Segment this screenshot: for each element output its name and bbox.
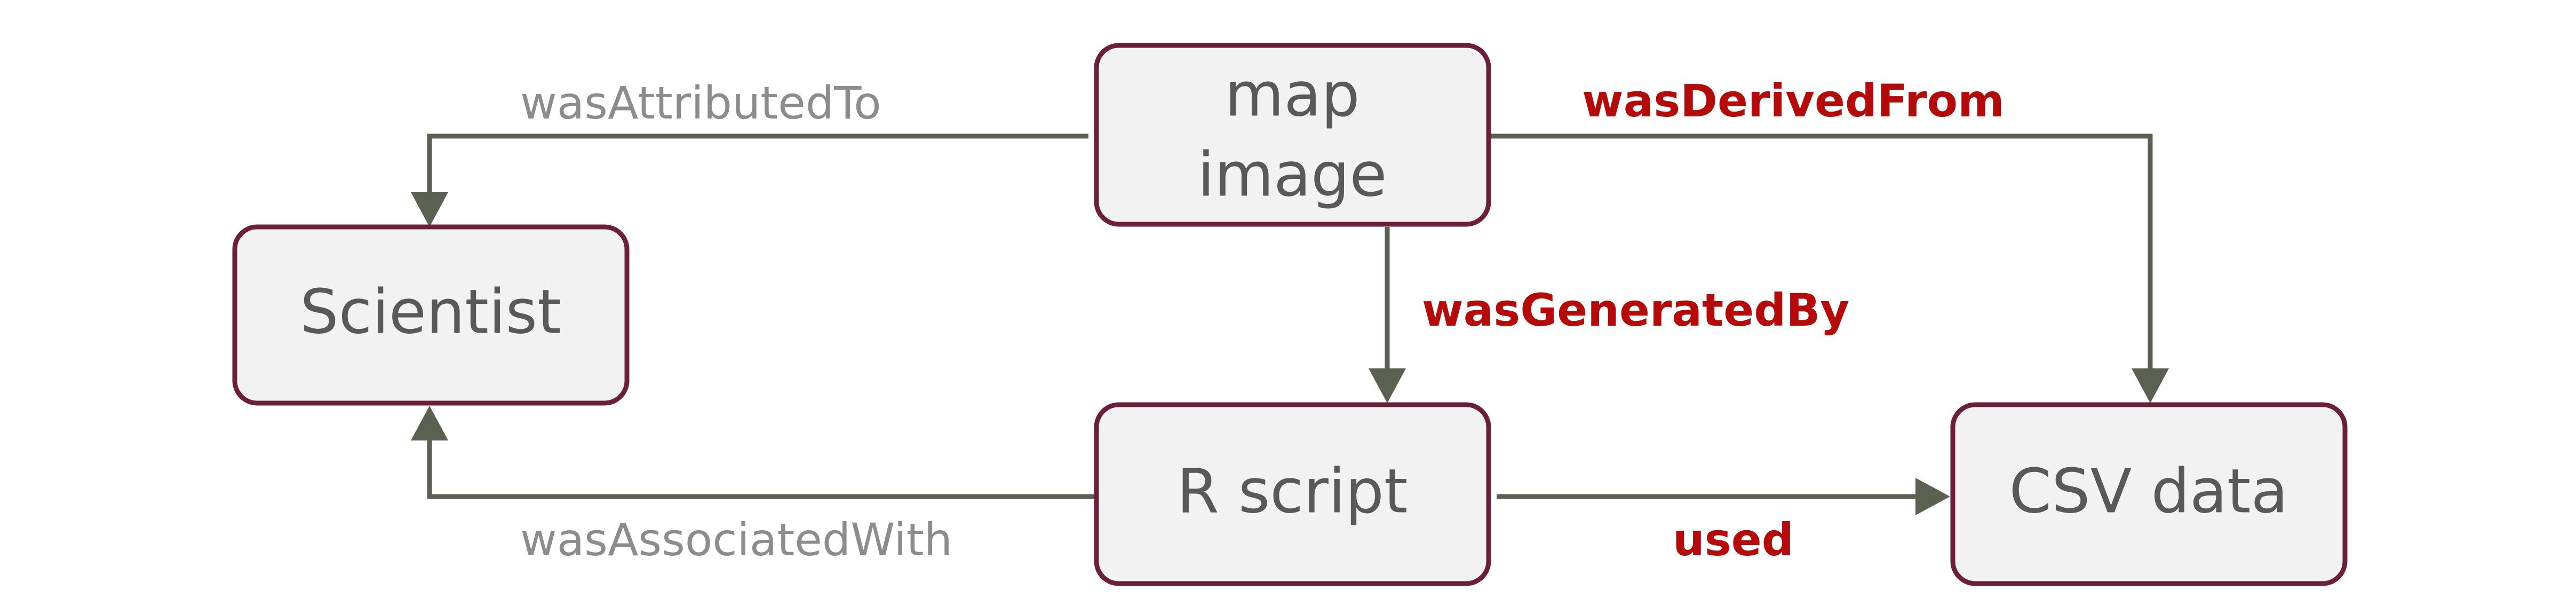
node-label-line2: image xyxy=(1197,139,1387,210)
arrow-head xyxy=(411,406,448,440)
edge-was-attributed-to xyxy=(411,133,1088,227)
edge-was-derived-from xyxy=(1489,133,2169,403)
edge-label-was-generated-by: wasGeneratedBy xyxy=(1422,284,1849,336)
edge-label-was-derived-from: wasDerivedFrom xyxy=(1582,75,2005,127)
node-label: R script xyxy=(1176,455,1408,526)
node-box xyxy=(1094,43,1491,227)
edge-line xyxy=(427,133,1088,198)
arrow-head xyxy=(1369,368,1406,403)
node-label: CSV data xyxy=(2009,455,2288,526)
arrow-head xyxy=(2132,368,2169,403)
edge-was-generated-by xyxy=(1369,227,1406,403)
edge-was-associated-with xyxy=(411,406,1096,499)
node-label-line1: map xyxy=(1225,59,1359,130)
node-label: Scientist xyxy=(300,276,561,347)
edge-label-was-attributed-to: wasAttributedTo xyxy=(520,77,881,129)
node-csv-data: CSV data xyxy=(1950,402,2348,586)
arrow-head xyxy=(411,192,448,227)
node-scientist: Scientist xyxy=(232,224,630,406)
node-box xyxy=(1094,402,1491,586)
edge-line xyxy=(427,438,1096,499)
edge-used xyxy=(1497,478,1950,515)
edge-label-was-associated-with: wasAssociatedWith xyxy=(520,514,952,566)
edge-line xyxy=(1489,133,2153,371)
node-box xyxy=(1950,402,2348,586)
node-map-image: map image xyxy=(1094,43,1491,227)
node-box xyxy=(232,224,630,406)
edge-label-used: used xyxy=(1673,514,1794,566)
arrow-head xyxy=(1915,478,1950,515)
node-r-script: R script xyxy=(1094,402,1491,586)
